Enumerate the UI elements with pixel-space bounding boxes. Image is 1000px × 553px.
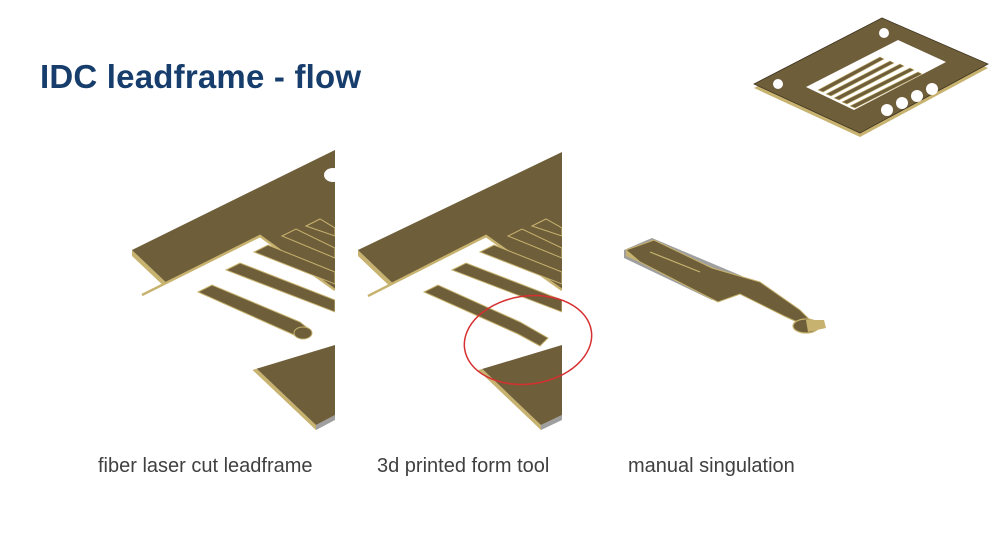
singulated-contact-image xyxy=(624,238,826,334)
caption-laser-cut: fiber laser cut leadframe xyxy=(98,455,313,477)
laser-cut-leadframe-image xyxy=(132,150,335,430)
caption-singulation: manual singulation xyxy=(628,455,795,477)
form-tool-leadframe-image xyxy=(358,152,562,430)
highlight-circle xyxy=(463,294,593,386)
leadframe-overview-image xyxy=(753,17,989,137)
caption-form-tool: 3d printed form tool xyxy=(377,455,550,477)
slide-title: IDC leadframe - flow xyxy=(40,58,362,95)
